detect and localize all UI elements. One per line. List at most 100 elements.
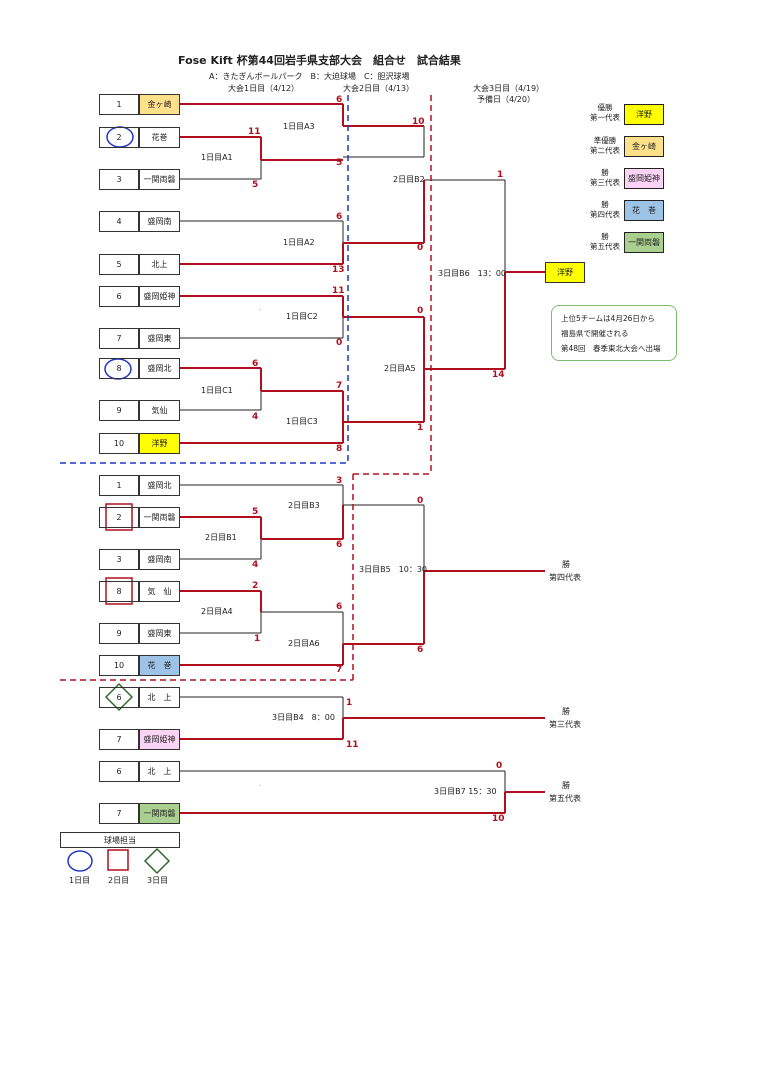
score: 0 [417, 243, 424, 253]
team-name: 一関両磐 [139, 169, 180, 190]
game-label: 3日目B6 13：00 [438, 269, 507, 278]
team-name: 洋野 [139, 433, 180, 454]
legend-fourth: 花 巻 [624, 200, 664, 221]
legend-fifth: 一関両磐 [624, 232, 664, 253]
team-name: 盛岡東 [139, 328, 180, 349]
score: 5 [252, 180, 259, 190]
result-label: 勝 [562, 781, 570, 790]
team-name: 盛岡南 [139, 549, 180, 570]
note-line: 福島県で開催される [561, 329, 629, 338]
reserve-day-label: 予備日（4/20） [477, 95, 535, 104]
seed-number: 2 [99, 127, 139, 148]
game-label: 1日目A1 [201, 153, 233, 162]
score: 2 [252, 581, 259, 591]
game-label: 2日目A6 [288, 639, 320, 648]
stray-dot: . [259, 779, 262, 788]
seed-number: 8 [99, 581, 139, 602]
result-label: 勝 [562, 560, 570, 569]
seed-number: 9 [99, 623, 139, 644]
game-label: 2日目A5 [384, 364, 416, 373]
game-label: 1日目A2 [283, 238, 315, 247]
game-label: 3日目B7 15：30 [434, 787, 497, 796]
game-label: 3日目B5 10：30 [359, 565, 428, 574]
square-marker-ichinoseki [105, 503, 133, 531]
result-label: 第五代表 [549, 794, 581, 803]
legend-champion: 洋野 [624, 104, 664, 125]
game-label: 1日目C2 [286, 312, 318, 321]
score: 3 [336, 476, 343, 486]
team-name: 北 上 [139, 687, 180, 708]
stray-dot: . [259, 303, 262, 312]
score: 6 [252, 359, 259, 369]
seed-number: 8 [99, 358, 139, 379]
seed-number: 1 [99, 475, 139, 496]
circle-key-icon [67, 850, 93, 872]
diamond-key-icon [143, 847, 171, 875]
score: 7 [336, 381, 343, 391]
legend-caption: 勝第三代表 [590, 168, 620, 187]
seed-number: 2 [99, 507, 139, 528]
diamond-marker-kitakami [104, 682, 134, 712]
venue-legend: A：きたぎんボールパーク B：大迫球場 C：胆沢球場 [209, 72, 410, 81]
score: 1 [254, 634, 261, 644]
day1-label: 大会1日目（4/12） [228, 84, 300, 93]
legend-caption: 勝第四代表 [590, 200, 620, 219]
seed-number: 6 [99, 761, 139, 782]
score: 11 [346, 740, 359, 750]
field-key-day2: 2日目 [108, 876, 130, 885]
seed-number: 7 [99, 729, 139, 750]
team-name: 気 仙 [139, 581, 180, 602]
seed-number: 5 [99, 254, 139, 275]
qualification-note: 上位5チームは4月26日から 福島県で開催される 第48回 春季東北大会へ出場 [551, 305, 677, 361]
score: 1 [417, 423, 424, 433]
seed-number: 6 [99, 286, 139, 307]
page-title: Fose Kift 杯第44回岩手県支部大会 組合せ 試合結果 [178, 54, 461, 67]
legend-caption: 勝第五代表 [590, 232, 620, 251]
score: 7 [336, 665, 343, 675]
game-label: 1日目A3 [283, 122, 315, 131]
field-key-day1: 1日目 [69, 876, 91, 885]
team-name: 盛岡東 [139, 623, 180, 644]
score: 0 [336, 338, 343, 348]
dashed-lines [60, 95, 432, 681]
team-name: 花 巻 [139, 655, 180, 676]
score: 13 [332, 265, 345, 275]
score: 6 [336, 95, 343, 105]
score: 6 [336, 540, 343, 550]
score: 6 [336, 602, 343, 612]
seed-number: 1 [99, 94, 139, 115]
day2-label: 大会2日目（4/13） [343, 84, 415, 93]
square-key-icon [107, 849, 129, 871]
legend-third: 盛岡姫神 [624, 168, 664, 189]
team-name: 盛岡姫神 [139, 729, 180, 750]
team-name: 盛岡北 [139, 358, 180, 379]
score: 10 [492, 814, 505, 824]
game-label: 3日目B4 8：00 [272, 713, 335, 722]
score: 14 [492, 370, 505, 380]
legend-caption: 優勝第一代表 [590, 103, 620, 122]
seed-number: 10 [99, 655, 139, 676]
red-lines [180, 103, 545, 814]
score: 10 [412, 117, 425, 127]
seed-number: 3 [99, 169, 139, 190]
score: 5 [252, 507, 259, 517]
game-label: 2日目A4 [201, 607, 233, 616]
square-marker-kesen [105, 577, 133, 605]
seed-number: 9 [99, 400, 139, 421]
team-name: 一関両磐 [139, 803, 180, 824]
score: 11 [248, 127, 261, 137]
team-name: 一関両磐 [139, 507, 180, 528]
score: 0 [417, 496, 424, 506]
score: 4 [252, 560, 259, 570]
seed-number: 3 [99, 549, 139, 570]
seed-number: 7 [99, 803, 139, 824]
team-name: 金ヶ崎 [139, 94, 180, 115]
game-label: 1日目C3 [286, 417, 318, 426]
score: 6 [417, 645, 424, 655]
note-line: 第48回 春季東北大会へ出場 [561, 344, 661, 353]
field-key-title: 球場担当 [60, 832, 180, 848]
score: 8 [336, 444, 343, 454]
team-name: 北 上 [139, 761, 180, 782]
score: 6 [336, 212, 343, 222]
